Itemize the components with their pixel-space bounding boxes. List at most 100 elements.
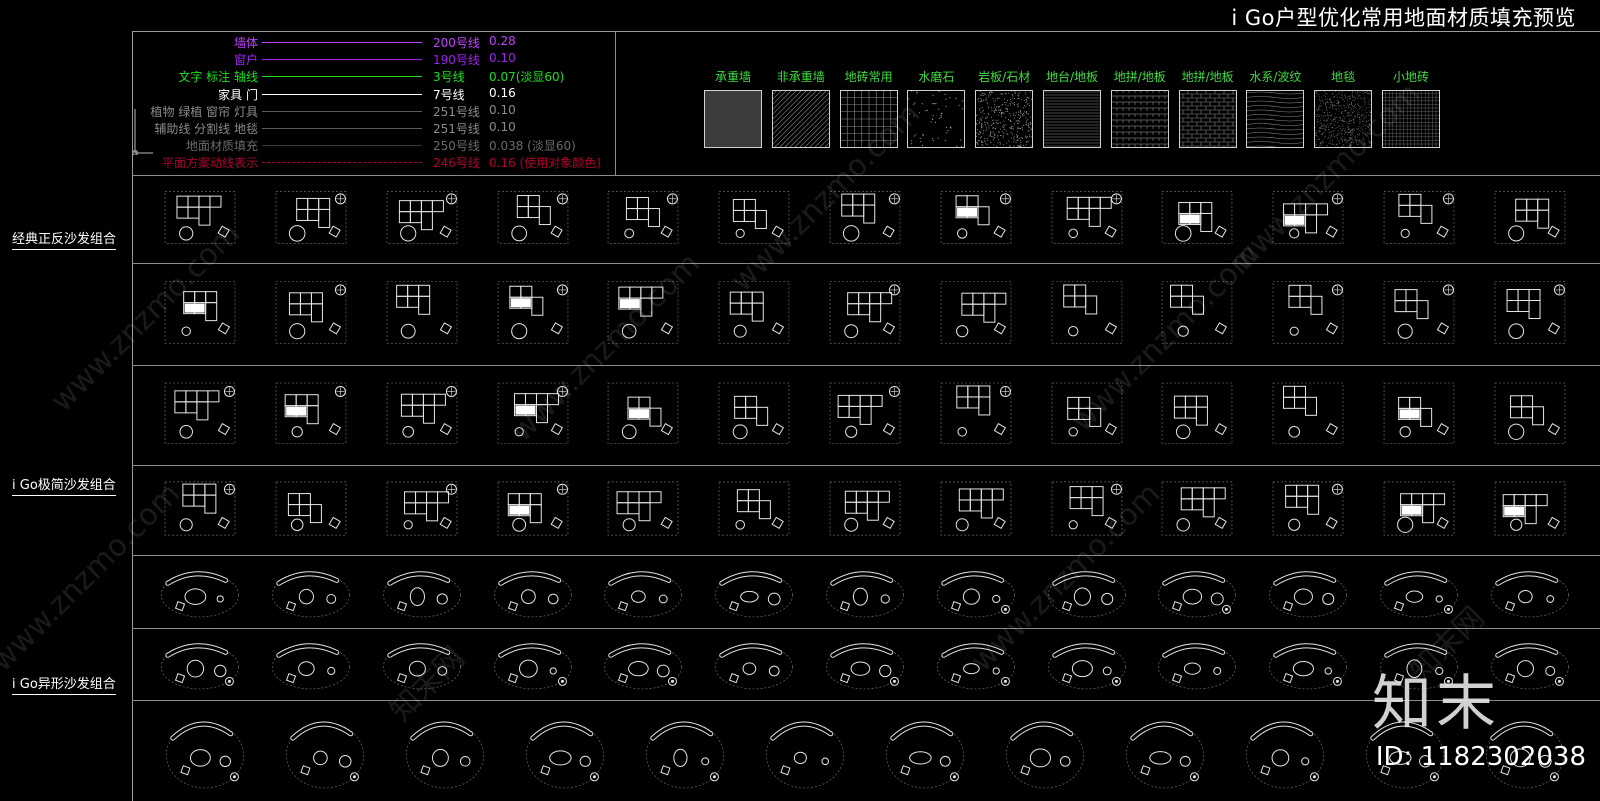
row-divider [132, 365, 1600, 366]
sofa-plan-icon [1262, 271, 1354, 357]
category-label-classic: 经典正反沙发组合 [12, 228, 116, 250]
row-divider [132, 175, 1600, 176]
sofa-plan-icon [708, 373, 800, 457]
material-label: 小地砖 [1372, 68, 1450, 85]
row-divider [132, 555, 1600, 556]
sofa-plan-icon [708, 635, 800, 693]
material-swatch-fine-grid [1382, 90, 1440, 148]
legend-row-code: 251号线 [433, 120, 480, 137]
sofa-plan-icon [279, 708, 371, 794]
sofa-plan-icon [154, 563, 246, 621]
sofa-plan-icon [1484, 373, 1576, 457]
sofa-plan-icon [597, 183, 689, 255]
legend-row-value: 0.10 [489, 120, 516, 134]
sofa-plan-icon [1119, 708, 1211, 794]
sofa-plan-icon [597, 271, 689, 357]
material-swatch-herringbone [1111, 90, 1169, 148]
sofa-plan-icon [1041, 635, 1133, 693]
legend-row-code: 190号线 [433, 51, 480, 68]
sofa-plan-icon [1041, 271, 1133, 357]
material-label: 地拼/地板 [1101, 68, 1179, 85]
sofa-plan-icon [1151, 473, 1243, 547]
sofa-plan-icon [154, 635, 246, 693]
legend-row-code: 250号线 [433, 137, 480, 154]
legend-row-line [262, 162, 422, 163]
legend-row-line [262, 128, 422, 129]
legend-row-code: 7号线 [433, 86, 465, 103]
material-label: 水系/波纹 [1236, 68, 1314, 85]
sofa-plan-icon [1151, 271, 1243, 357]
legend-divider [615, 31, 616, 175]
sofa-plan-icon [819, 473, 911, 547]
material-swatch-diagonal [772, 90, 830, 148]
sofa-plan-icon [708, 183, 800, 255]
sofa-plan-icon [265, 183, 357, 255]
legend-row-value: 0.16 [489, 86, 516, 100]
material-swatch-parquet [1179, 90, 1237, 148]
material-swatch-waves [1246, 90, 1304, 148]
sofa-plan-icon [930, 373, 1022, 457]
legend-row-label: 辅助线 分割线 地毯 [154, 120, 258, 137]
material-swatch-grid [840, 90, 898, 148]
sofa-plan-icon [1373, 373, 1465, 457]
legend-row-label: 植物 绿植 窗帘 灯具 [151, 103, 258, 120]
sofa-plan-icon [1262, 563, 1354, 621]
sofa-plan-icon [930, 183, 1022, 255]
sofa-plan-icon [1373, 473, 1465, 547]
legend-row-value: 0.07(淡显60) [489, 68, 564, 85]
sofa-plan-icon [999, 708, 1091, 794]
legend-row-value: 0.16 (使用对象颜色) [489, 154, 601, 171]
legend-row-label: 窗户 [234, 51, 258, 68]
material-label: 承重墙 [694, 68, 772, 85]
sofa-plan-icon [1239, 708, 1331, 794]
sofa-plan-icon [597, 473, 689, 547]
sofa-plan-icon [597, 563, 689, 621]
sofa-plan-icon [154, 473, 246, 547]
sofa-plan-icon [1373, 271, 1465, 357]
row-divider [132, 628, 1600, 629]
sofa-plan-icon [1373, 563, 1465, 621]
resource-id: ID: 1182302038 [1376, 742, 1586, 772]
sofa-plan-icon [1151, 183, 1243, 255]
legend-row-line [262, 111, 422, 112]
sofa-plan-icon [1262, 373, 1354, 457]
legend-row-code: 3号线 [433, 68, 465, 85]
legend-row-line [262, 76, 422, 77]
material-swatch-fine-dots [1314, 90, 1372, 148]
sofa-plan-icon [597, 373, 689, 457]
sofa-plan-icon [1484, 271, 1576, 357]
legend-row-code: 246号线 [433, 154, 480, 171]
sofa-plan-icon [1262, 635, 1354, 693]
sofa-plan-icon [487, 563, 579, 621]
sofa-plan-icon [487, 635, 579, 693]
legend-row-line [262, 145, 422, 146]
sofa-plan-icon [1151, 373, 1243, 457]
material-swatch-dense-dots [975, 90, 1033, 148]
sofa-plan-icon [399, 708, 491, 794]
sofa-plan-icon [708, 473, 800, 547]
sofa-plan-icon [1484, 563, 1576, 621]
sofa-plan-icon [154, 373, 246, 457]
legend-row-value: 0.10 [489, 51, 516, 65]
sofa-plan-icon [819, 183, 911, 255]
legend-row-line [262, 42, 422, 43]
sofa-plan-icon [376, 271, 468, 357]
material-swatch-horizontal [1043, 90, 1101, 148]
legend-row-value: 0.10 [489, 103, 516, 117]
legend-row-label: 平面方案动线表示 [162, 154, 258, 171]
legend-row-code: 251号线 [433, 103, 480, 120]
sofa-plan-icon [376, 183, 468, 255]
legend-row-code: 200号线 [433, 34, 480, 51]
sofa-plan-icon [376, 635, 468, 693]
sofa-plan-icon [154, 183, 246, 255]
sofa-plan-icon [265, 635, 357, 693]
category-label-irregular: i Go异形沙发组合 [12, 673, 116, 695]
sofa-plan-icon [1151, 563, 1243, 621]
sofa-plan-icon [159, 708, 251, 794]
material-swatch-solid [704, 90, 762, 148]
material-swatch-speckle [907, 90, 965, 148]
row-divider [132, 465, 1600, 466]
material-label: 地毯 [1304, 68, 1382, 85]
sofa-plan-icon [879, 708, 971, 794]
legend-row-label: 墙体 [234, 34, 258, 51]
